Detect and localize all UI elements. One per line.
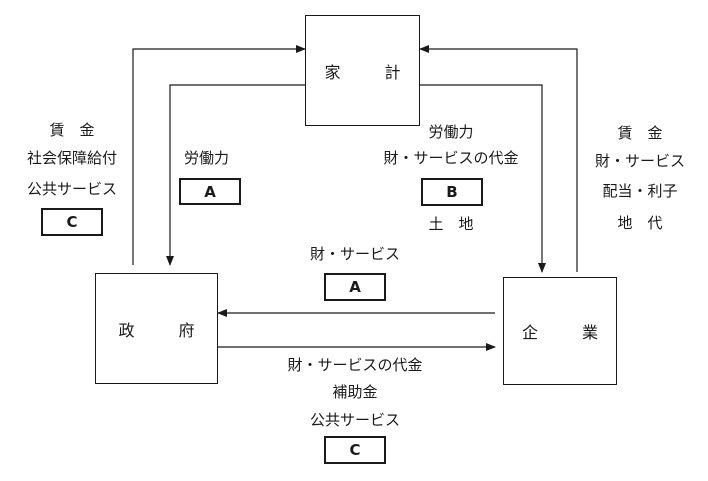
government-node: 政 府: [95, 273, 218, 384]
blank-box-c-household: C: [41, 208, 103, 236]
flow-label-subsidy: 補助金: [332, 383, 378, 401]
blank-box-a-firm: A: [324, 273, 386, 301]
flow-label-payment-gov: 財・サービスの代金: [287, 356, 423, 374]
household-label: 家 計: [324, 62, 415, 82]
flow-label-goods-services-household: 財・サービス: [594, 152, 686, 170]
firm-node: 企 業: [503, 277, 617, 385]
flow-label-dividends: 配当・利子: [602, 182, 678, 200]
flow-label-social-benefits: 社会保障給付: [26, 149, 118, 167]
blank-box-b: B: [421, 178, 483, 206]
firm-label: 企 業: [521, 323, 612, 342]
arrow-firm-to-household: [419, 45, 578, 272]
government-label: 政 府: [118, 320, 209, 340]
flow-label-public-services-household: 公共サービス: [26, 180, 118, 198]
flow-label-labor-gov: 労働力: [184, 149, 230, 167]
flow-label-wages-firm: 賃 金: [617, 124, 663, 142]
flow-label-land: 土 地: [428, 215, 474, 233]
arrow-household-to-gov: [166, 84, 305, 266]
flow-label-goods-services-gov: 財・サービス: [309, 245, 401, 263]
arrow-gov-to-household: [132, 45, 306, 265]
blank-box-c-firm: C: [324, 436, 386, 464]
blank-box-a-gov: A: [179, 178, 241, 205]
flow-label-wages-gov: 賃 金: [49, 121, 95, 139]
household-node: 家 計: [305, 15, 420, 126]
flow-label-payment-household: 財・サービスの代金: [383, 149, 519, 167]
flow-label-rent: 地 代: [617, 214, 663, 232]
arrow-household-to-firm: [420, 84, 546, 273]
flow-label-public-services-firm: 公共サービス: [309, 411, 401, 429]
flow-label-labor-firm: 労働力: [428, 123, 474, 141]
